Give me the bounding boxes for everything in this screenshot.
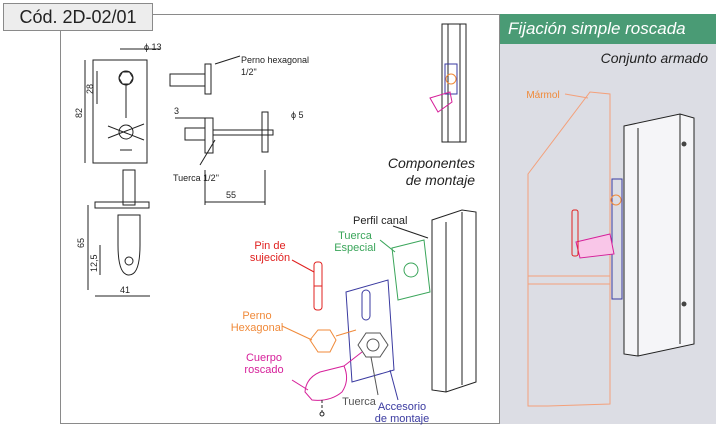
label-perno-hexagonal-part: Perno Hexagonal: [230, 310, 284, 334]
panel-subtitle: Conjunto armado: [600, 50, 708, 66]
label-marmol: Mármol: [526, 90, 560, 101]
dim-phi5: ϕ 5: [291, 110, 304, 120]
pin-sujecion-part: [313, 261, 323, 311]
hex-nut-top: [118, 70, 134, 86]
label-perfil-canal: Perfil canal: [353, 215, 408, 227]
dim-65: 65: [76, 238, 86, 248]
channel-profile: [623, 113, 695, 357]
tuerca-part: [357, 332, 389, 358]
label-perno-hexagonal: Perno hexagonal: [241, 55, 309, 65]
label-accesorio-montaje: Accesorio de montaje: [374, 401, 430, 425]
dim-82: 82: [74, 108, 84, 118]
label-pin-sujecion: Pin de sujeción: [249, 240, 291, 264]
dim-3: 3: [174, 106, 179, 116]
componentes-title: Componentes de montaje: [387, 155, 475, 188]
panel-title: Fijación simple roscada: [500, 14, 716, 44]
dim-phi13: ϕ 13: [144, 42, 162, 52]
assembled-illustration: [527, 91, 695, 407]
label-tuerca: Tuerca: [342, 396, 376, 408]
tuerca-especial-part: [391, 239, 431, 301]
accesorio-montaje-part: [345, 279, 395, 383]
product-code-tab: Cód. 2D-02/01: [3, 3, 153, 31]
dim-41: 41: [120, 285, 130, 295]
label-tuerca-especial: Tuerca Especial: [334, 230, 376, 254]
perno-hexagonal-part: [309, 329, 357, 353]
perfil-canal-exploded: [431, 209, 477, 393]
hex-nut-bottom: [118, 124, 134, 140]
dim-28: 28: [85, 84, 95, 94]
assembled-view-panel: Fijación simple roscada Conjunto armado …: [499, 14, 716, 424]
label-tuerca-half: Tuerca 1/2": [173, 173, 219, 183]
dim-12-5: 12,5: [89, 254, 99, 272]
plate-front-view: [92, 59, 148, 164]
cuerpo-roscado-part: [304, 351, 363, 401]
marble-slab: [527, 91, 611, 407]
label-perno-size: 1/2": [241, 67, 257, 77]
hex-top: [118, 71, 134, 85]
label-cuerpo-roscado: Cuerpo roscado: [244, 352, 284, 376]
technical-drawing: ϕ 13 ϕ 5 82 28 3 55 65 12,5 41 Perno hex…: [74, 23, 477, 417]
dim-55: 55: [226, 190, 236, 200]
